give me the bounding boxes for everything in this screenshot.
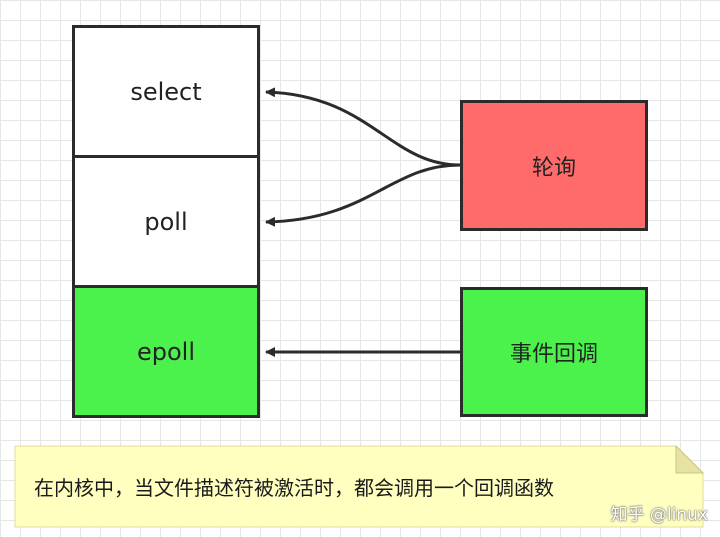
- select-box: select: [72, 25, 260, 158]
- epoll-box: epoll: [72, 285, 260, 418]
- select-label: select: [130, 77, 202, 106]
- note-callout: 在内核中，当文件描述符被激活时，都会调用一个回调函数: [14, 445, 704, 528]
- edge-polling-to-select: [265, 87, 461, 167]
- event-callback-box: 事件回调: [460, 287, 648, 417]
- epoll-label: epoll: [136, 337, 196, 366]
- note-shape: [14, 445, 704, 528]
- poll-box: poll: [72, 155, 260, 288]
- polling-box: 轮询: [460, 100, 648, 231]
- poll-label: poll: [144, 207, 188, 236]
- edge-polling-to-poll: [265, 163, 461, 227]
- watermark: 知乎 @linux: [610, 505, 708, 525]
- polling-label: 轮询: [531, 155, 576, 181]
- note-text: 在内核中，当文件描述符被激活时，都会调用一个回调函数: [34, 476, 554, 500]
- event-callback-label: 事件回调: [509, 342, 598, 367]
